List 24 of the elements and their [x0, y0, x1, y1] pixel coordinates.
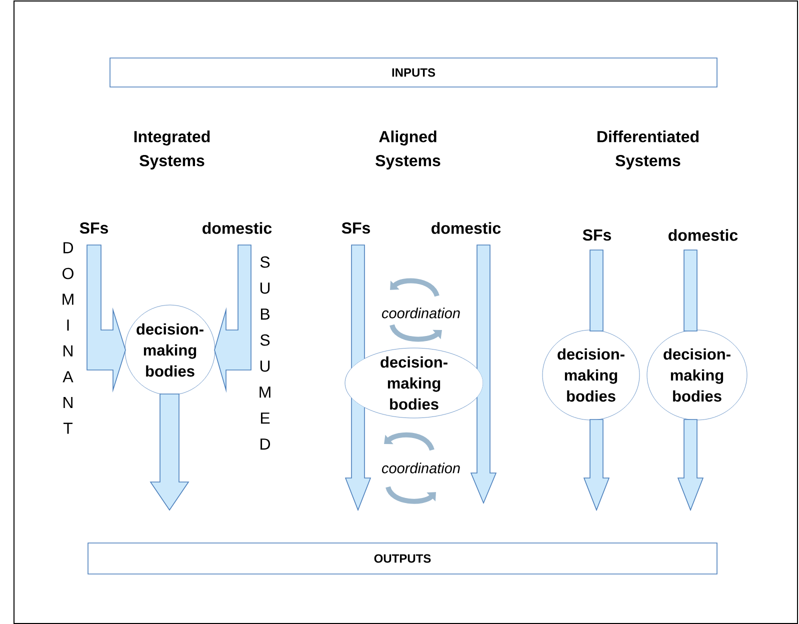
coordination-label: coordination: [382, 462, 460, 474]
stream-label: domestic: [202, 222, 272, 234]
stream-label: SFs: [80, 222, 108, 234]
block-arrow: [583, 419, 610, 512]
block-arrow: [590, 250, 604, 332]
block-arrow: [344, 244, 372, 512]
stream-label: domestic: [668, 229, 738, 241]
output-bar: OUTPUTS: [88, 542, 718, 574]
vertical-label: SUBSUMED: [260, 256, 270, 450]
block-arrow: [677, 419, 704, 512]
stream-label: SFs: [342, 222, 370, 234]
system-heading: Aligned Systems: [376, 130, 440, 170]
block-arrow: [470, 244, 497, 504]
stream-label: SFs: [582, 229, 612, 241]
stream-label: domestic: [432, 222, 501, 234]
block-arrow: [684, 250, 698, 332]
input-bar: INPUTS: [110, 58, 718, 88]
system-heading: Differentiated Systems: [598, 130, 698, 170]
block-arrow: [214, 244, 252, 393]
coordination-label: coordination: [382, 308, 460, 318]
system-heading: Integrated Systems: [134, 130, 210, 170]
block-arrow: [150, 394, 190, 511]
block-arrow: [86, 244, 126, 393]
vertical-label: DOMINANT: [62, 242, 74, 434]
